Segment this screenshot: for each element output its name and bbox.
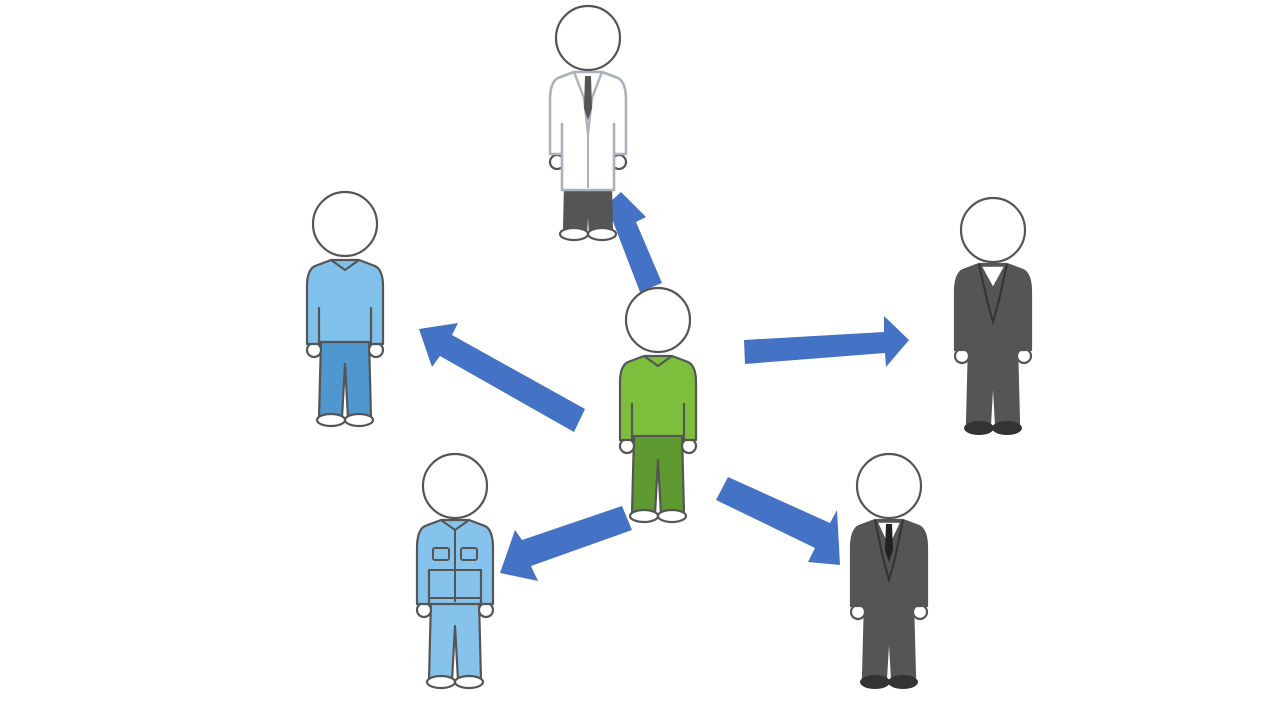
- person-lab-coat: [548, 4, 628, 242]
- person-work-uniform: [415, 452, 495, 690]
- person-casual-blue: [305, 190, 385, 428]
- arrows-layer: [419, 192, 909, 581]
- arrow-to-work-uniform: [500, 506, 632, 581]
- center-person-green: [618, 286, 698, 524]
- person-suit-right: [953, 196, 1033, 435]
- arrow-to-suit-tie: [716, 477, 840, 565]
- arrow-to-casual-blue: [419, 323, 585, 432]
- person-suit-tie: [849, 452, 929, 689]
- arrow-to-lab-coat: [598, 192, 662, 292]
- arrow-to-suit-right: [744, 316, 909, 367]
